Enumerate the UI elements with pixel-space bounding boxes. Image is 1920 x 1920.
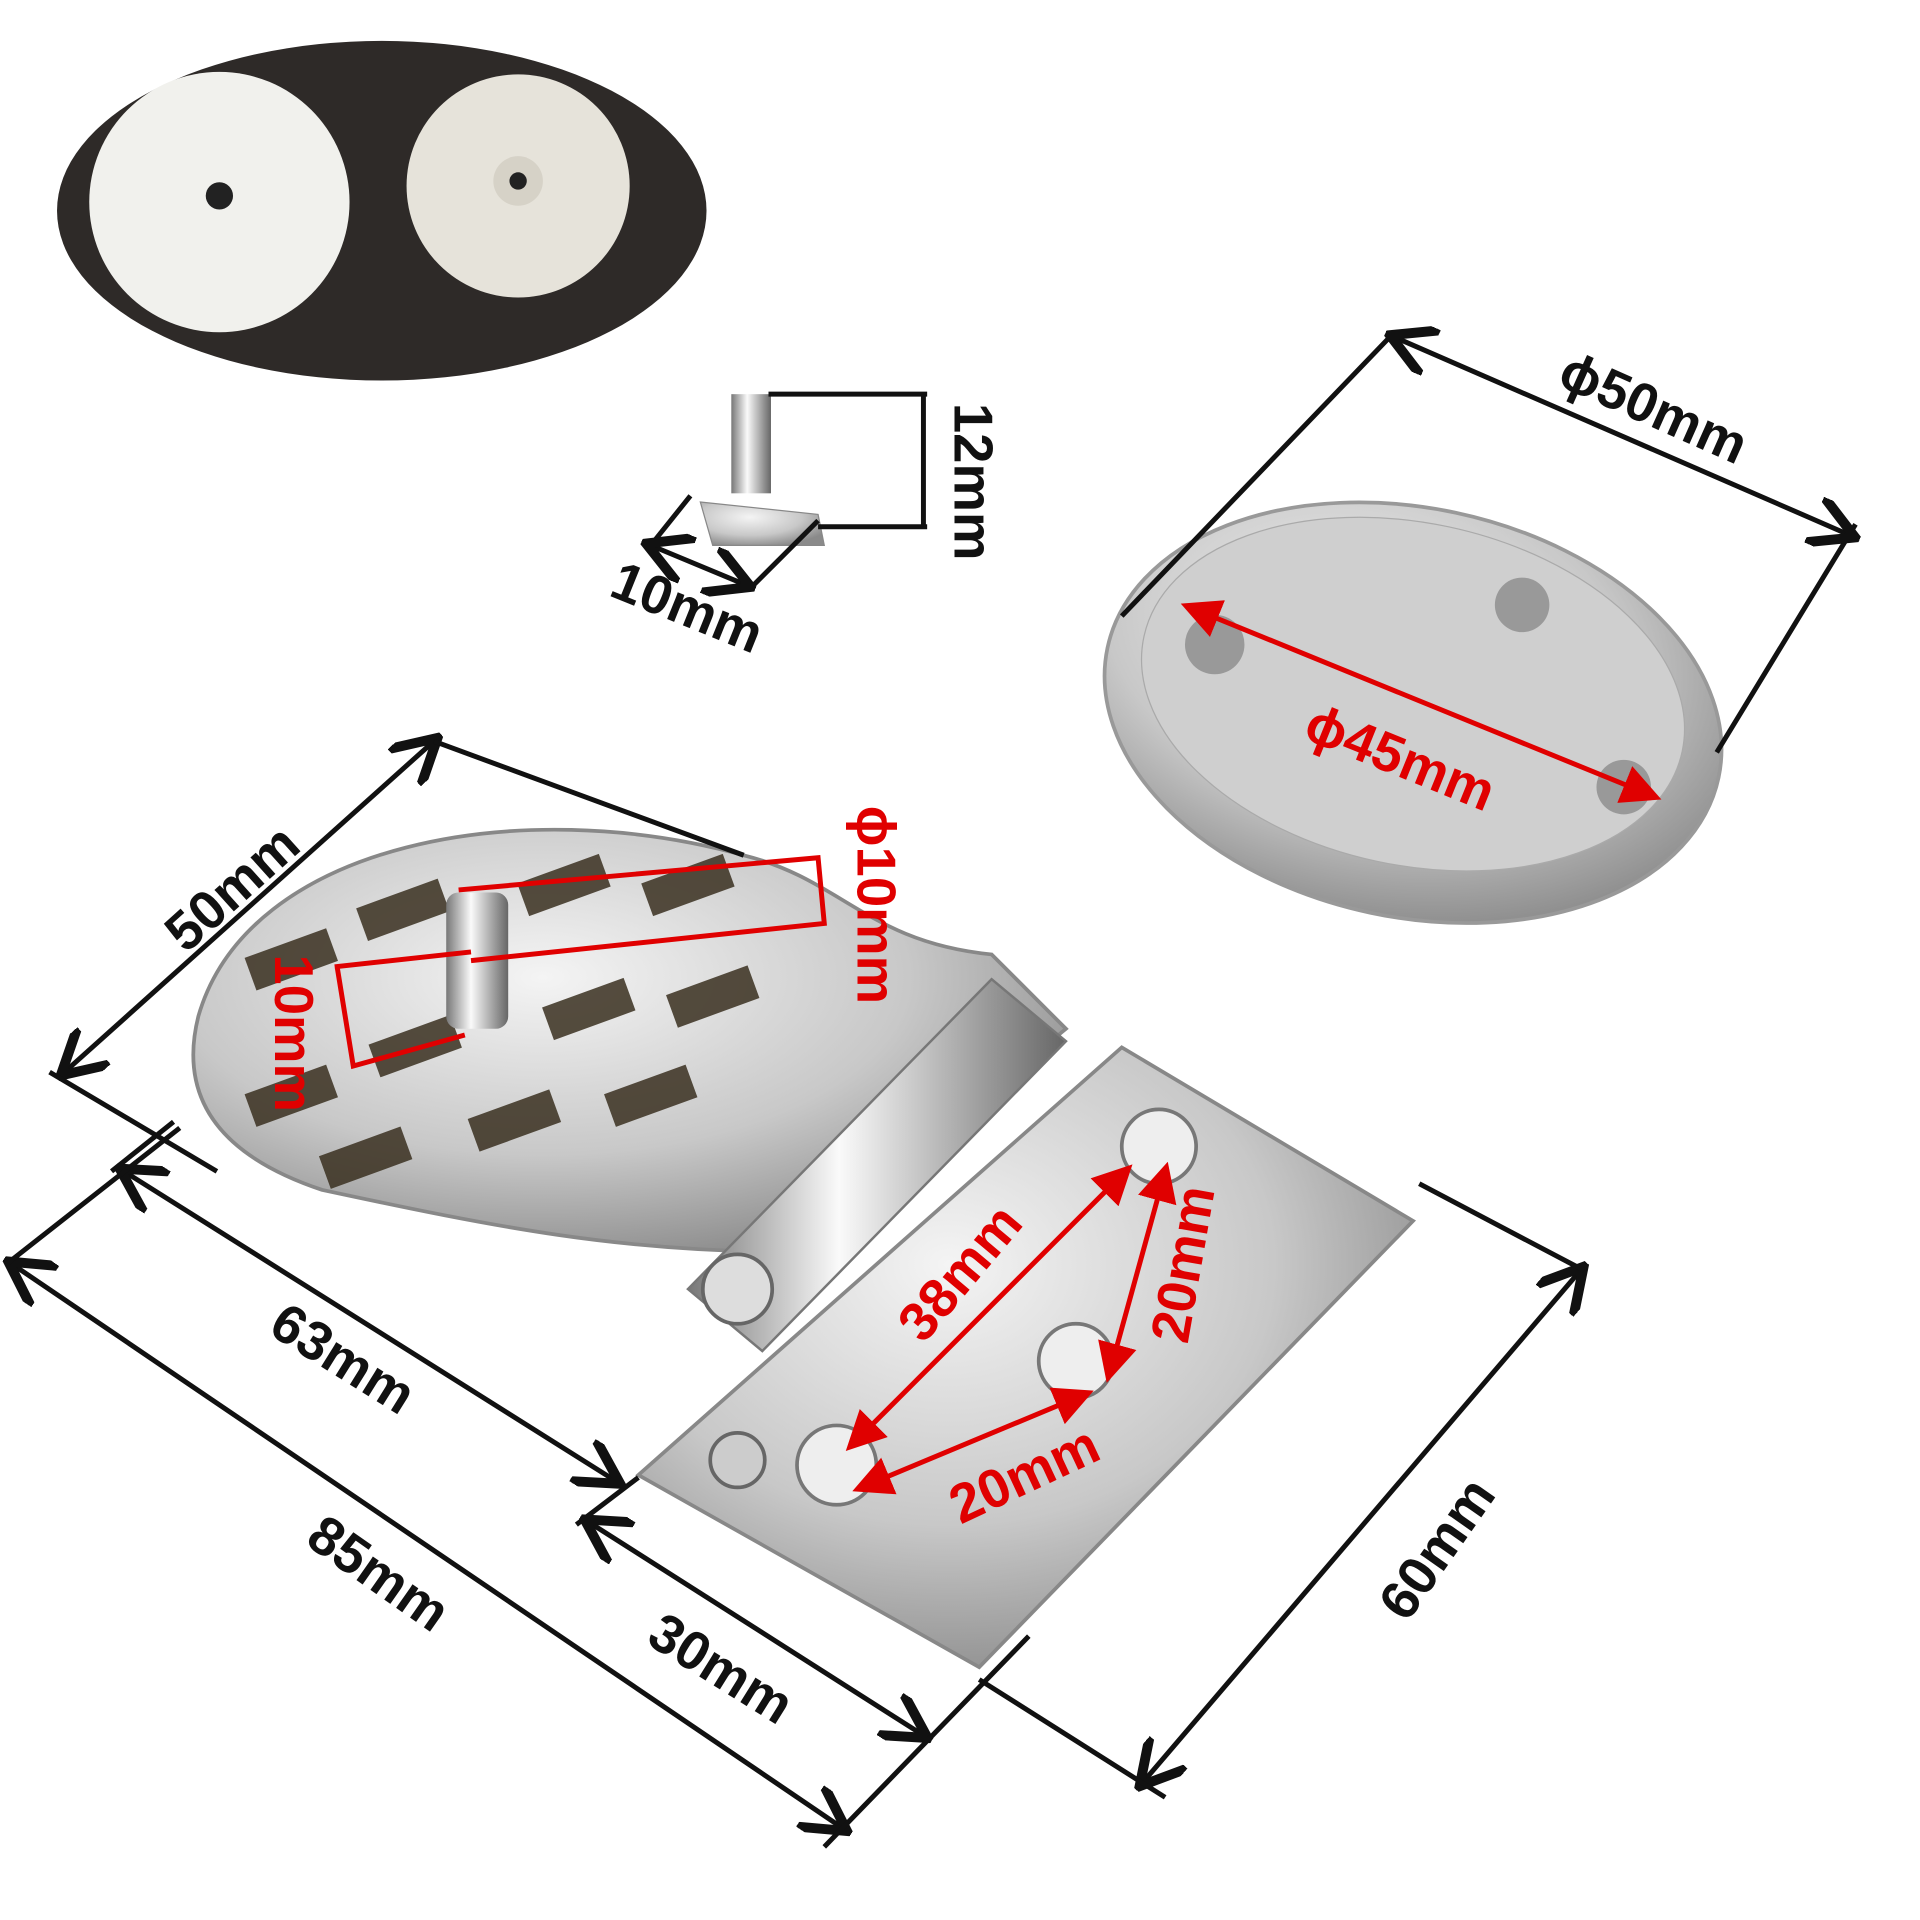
nut-diameter-label: ϕ10mm [846, 806, 907, 1004]
base-width-label: 60mm [1367, 1467, 1507, 1631]
base-depth-label: 30mm [638, 1601, 804, 1736]
total-length-label: 85mm [297, 1503, 461, 1643]
cap-outer-diameter-label: ϕ50mm [1551, 339, 1757, 475]
screw: 12mm 10mm [603, 391, 1003, 666]
round-cap: ϕ50mm ϕ45mm [1102, 332, 1856, 925]
screw-head-label: 10mm [603, 550, 772, 666]
nut-height-label: 10mm [263, 954, 324, 1112]
screw-length-label: 12mm [942, 403, 1003, 561]
washers-inset [57, 40, 707, 381]
